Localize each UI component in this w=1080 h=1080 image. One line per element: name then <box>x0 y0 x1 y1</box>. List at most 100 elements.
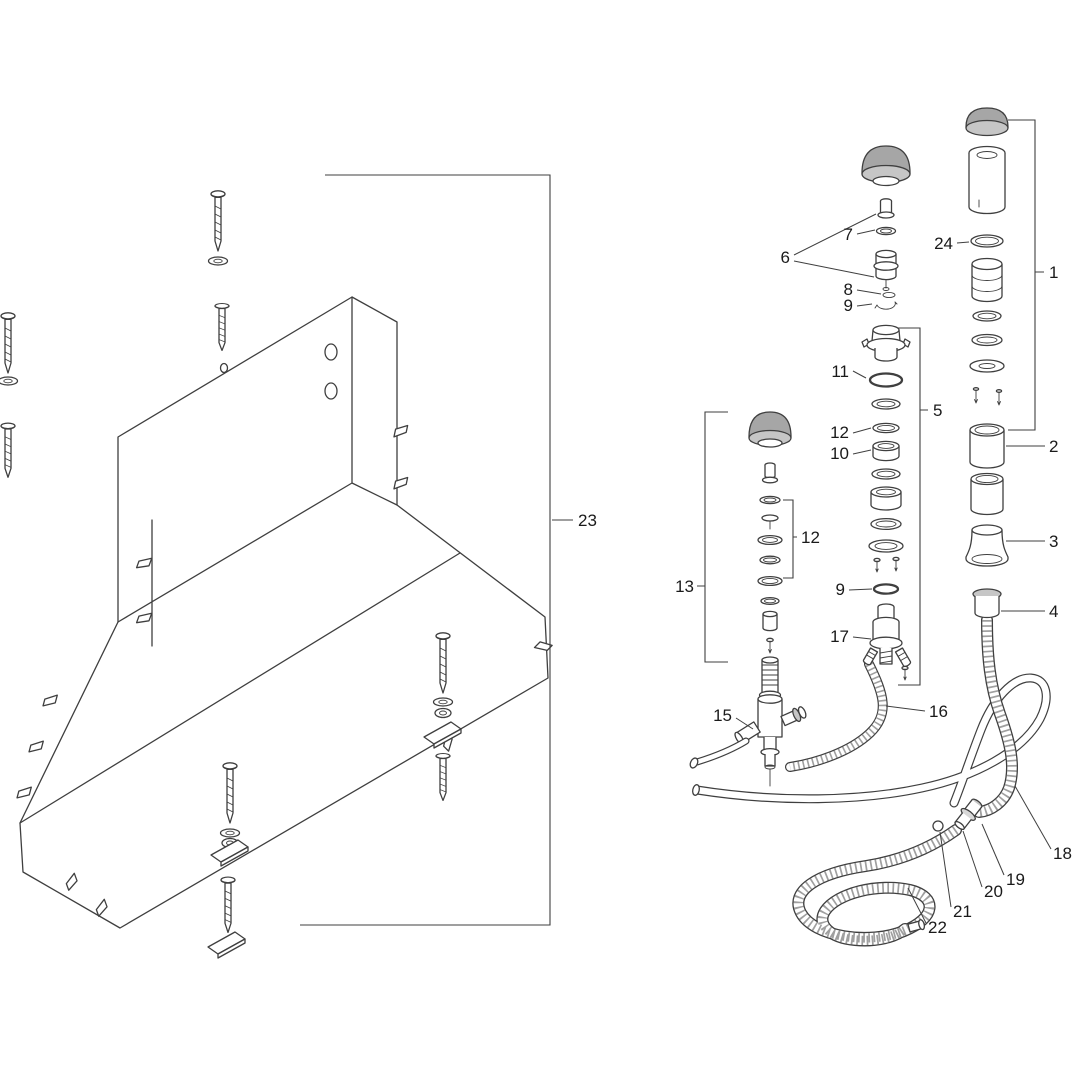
callout-23: 23 <box>578 511 597 530</box>
washer <box>432 697 454 707</box>
leader-line <box>1014 785 1052 850</box>
seal-ring-stack-12 <box>757 495 783 654</box>
callout-16: 16 <box>929 702 948 721</box>
oring-part-8 <box>882 291 896 299</box>
bracket-hole-inner <box>439 710 447 716</box>
stem-knob <box>877 198 895 219</box>
callout-8: 8 <box>844 280 853 299</box>
callout-19: 19 <box>1006 870 1025 889</box>
leader-line <box>856 229 876 235</box>
diverter-hose-16 <box>785 659 888 772</box>
seal-stack <box>868 398 904 573</box>
leader-line <box>885 705 926 712</box>
bracket-13 <box>704 411 728 663</box>
bracket-12-left <box>783 499 794 579</box>
screw <box>210 190 226 252</box>
callout-leaders <box>552 213 1052 924</box>
cylinder-part-2 <box>969 423 1005 469</box>
washer <box>207 256 229 266</box>
leader-line <box>956 241 970 244</box>
leader-line <box>852 449 872 455</box>
mounting-bracket-assembly <box>0 190 553 959</box>
bracket-23 <box>300 174 551 926</box>
valve-part-15 <box>689 656 807 787</box>
bracket-5 <box>898 327 921 686</box>
callout-24: 24 <box>934 234 953 253</box>
cylinder-sleeve <box>970 472 1004 516</box>
leader-line <box>793 260 875 278</box>
hose-end-fitting <box>907 919 926 933</box>
callout-labels: 1 2 3 4 5 6 7 8 9 9 10 11 12 12 13 15 16… <box>578 225 1072 937</box>
handshower-hose <box>973 614 1018 818</box>
callout-11: 11 <box>831 362 849 381</box>
callout-22: 22 <box>928 918 947 937</box>
coiled-hose-22 <box>792 824 962 947</box>
callout-9-upper: 9 <box>844 296 853 315</box>
oring-part-24 <box>970 234 1004 248</box>
callout-21: 21 <box>953 902 972 921</box>
bracket-hole <box>219 362 229 374</box>
screw <box>214 302 230 352</box>
cap-part <box>965 107 1009 137</box>
screw <box>0 312 16 374</box>
screw <box>220 876 236 934</box>
diverter-part-17 <box>862 603 912 681</box>
leader-line <box>852 370 867 379</box>
bracket-hole <box>324 343 338 361</box>
leader-line <box>939 831 952 908</box>
callout-20: 20 <box>984 882 1003 901</box>
oring-part-9-lower <box>872 583 900 595</box>
callout-15: 15 <box>713 706 732 725</box>
clip-plate <box>207 931 246 959</box>
callout-1: 1 <box>1049 263 1058 282</box>
callout-18: 18 <box>1053 844 1072 863</box>
oring-part-11 <box>868 372 904 388</box>
leader-line <box>856 289 882 295</box>
leader-line <box>907 887 927 924</box>
leader-line <box>852 427 872 434</box>
callout-3: 3 <box>1049 532 1058 551</box>
callout-9-lower: 9 <box>836 580 845 599</box>
callout-5: 5 <box>933 401 942 420</box>
callout-6: 6 <box>781 248 790 267</box>
bracket-hole <box>324 382 338 400</box>
leader-line <box>856 303 873 307</box>
hoses-and-pipes <box>692 614 1051 947</box>
callout-17: 17 <box>830 627 849 646</box>
handle-cap <box>861 145 911 187</box>
supply-pipe-18 <box>692 673 1051 808</box>
spacer-stack <box>969 257 1005 373</box>
callout-4: 4 <box>1049 602 1058 621</box>
bracket-1 <box>1008 119 1036 431</box>
middle-parts-column <box>861 145 912 681</box>
leader-line <box>852 636 872 640</box>
washer <box>0 376 19 386</box>
flared-escutcheon-part-3 <box>965 524 1009 567</box>
right-parts-column <box>965 107 1009 619</box>
washer <box>219 828 241 838</box>
retaining-pins <box>972 387 1003 406</box>
bracket-hole <box>434 707 452 719</box>
leader-line <box>793 213 877 256</box>
callout-10: 10 <box>830 444 849 463</box>
ring-part-7 <box>875 226 897 236</box>
retaining-nut <box>861 324 911 362</box>
screw <box>435 752 451 802</box>
hose-fitting-part-4 <box>972 588 1002 619</box>
leader-line <box>962 830 983 888</box>
callout-2: 2 <box>1049 437 1058 456</box>
screw <box>0 422 16 478</box>
small-cap <box>748 411 792 448</box>
dimension-brackets <box>300 119 1036 926</box>
quick-connect-assembly <box>954 798 983 830</box>
callout-7: 7 <box>844 225 853 244</box>
callout-13: 13 <box>675 577 694 596</box>
left-parts-column <box>689 411 807 787</box>
callout-12-upper: 12 <box>830 423 849 442</box>
leader-line <box>848 588 873 591</box>
cartridge-part-6 <box>873 249 899 291</box>
sleeve-part-1 <box>968 145 1006 215</box>
bracket-fold-lines <box>19 296 461 824</box>
